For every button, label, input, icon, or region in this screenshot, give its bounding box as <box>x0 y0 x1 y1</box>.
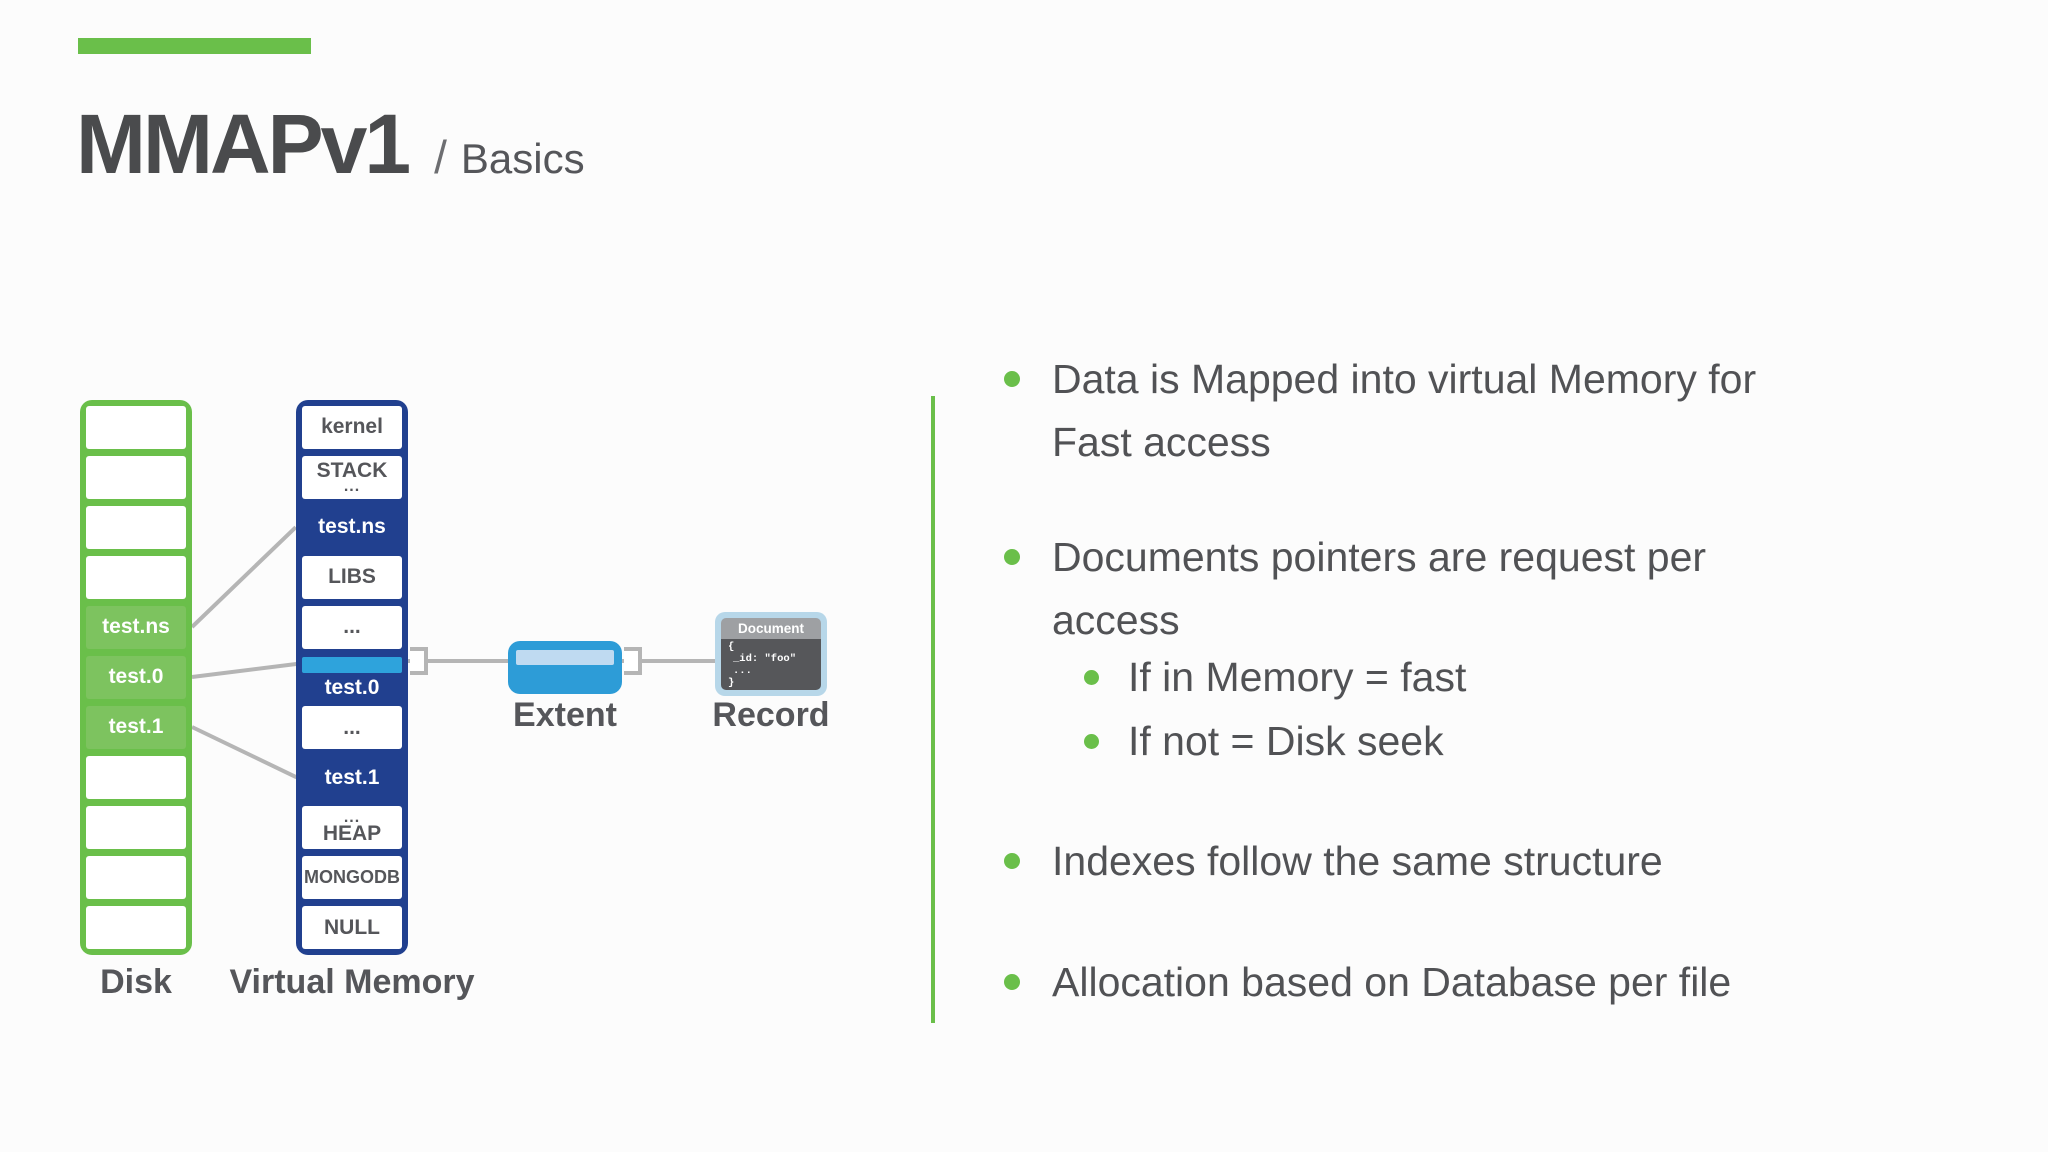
vm-cell-heap-ellipsis: ... <box>343 808 361 826</box>
bullet-text: Allocation based on Database per file <box>1052 951 1992 1014</box>
bullet-text: Data is Mapped into virtual Memory for F… <box>1052 348 1992 474</box>
virtual-memory-column: kernel STACK ... test.ns LIBS ... test.0… <box>296 400 408 955</box>
vm-cell-kernel: kernel <box>302 406 402 449</box>
bullet-line: Indexes follow the same structure <box>1052 838 1663 884</box>
document-code-line: ... <box>733 665 752 677</box>
vm-cell-test0-text: test.0 <box>324 676 380 699</box>
bullet-dot-icon <box>1004 974 1020 990</box>
disk-cell-testns: test.ns <box>86 606 186 649</box>
vm-cell-test0: test.0 <box>302 656 402 700</box>
bullet-dot-icon <box>1004 549 1020 565</box>
mapped-extent-highlight <box>302 657 402 673</box>
vertical-separator-line <box>931 396 935 1023</box>
disk-cell-empty <box>86 506 186 549</box>
vm-cell-test1: test.1 <box>302 756 402 800</box>
virtual-memory-label: Virtual Memory <box>229 963 475 1001</box>
bullet-line: If not = Disk seek <box>1128 718 1444 764</box>
disk-label: Disk <box>100 963 172 1001</box>
bullet-dot-icon <box>1084 734 1099 749</box>
bullet-text: If in Memory = fast <box>1128 646 2048 709</box>
disk-column: test.ns test.0 test.1 <box>80 400 192 955</box>
bullet-line: Data is Mapped into virtual Memory for <box>1052 356 1757 402</box>
record-label: Record <box>712 696 830 734</box>
vm-cell-libs: LIBS <box>302 556 402 599</box>
bullet-dot-icon <box>1084 670 1099 685</box>
document-window: Document { _id: "foo" ... } <box>721 618 821 690</box>
vm-cell-heap: ... HEAP <box>302 806 402 850</box>
extent-shape <box>508 641 622 694</box>
bullet-line: Allocation based on Database per file <box>1052 959 1732 1005</box>
extent-stripe <box>516 650 614 665</box>
document-code-line: } <box>728 677 735 689</box>
document-code: { _id: "foo" ... } <box>721 639 821 690</box>
vm-cell-mongodb: MONGODB <box>302 856 402 900</box>
bullet-text: If not = Disk seek <box>1128 710 2048 773</box>
disk-cell-test1: test.1 <box>86 706 186 749</box>
title-separator: / <box>434 131 447 183</box>
extent-label: Extent <box>513 696 617 734</box>
bullet-item: Indexes follow the same structure <box>1004 830 1992 893</box>
vm-cell-testns: test.ns <box>302 506 402 549</box>
disk-cell-test0: test.0 <box>86 656 186 699</box>
pointer-bracket-icon <box>410 647 428 675</box>
sub-bullet-item: If in Memory = fast <box>1084 646 2048 709</box>
record-shape: Document { _id: "foo" ... } <box>715 612 827 696</box>
title-row: MMAPv1 / Basics <box>76 96 585 193</box>
disk-cell-empty <box>86 856 186 899</box>
pointer-bracket-icon <box>624 647 642 675</box>
connector-line-extent-record <box>622 659 715 663</box>
vm-cell-stack-ellipsis: ... <box>343 477 361 495</box>
vm-cell-mongodb-text: MONGODB <box>304 867 400 888</box>
bullet-item: Documents pointers are request per acces… <box>1004 526 1992 652</box>
vm-cell-heap-text: HEAP <box>322 822 382 846</box>
bullet-item: Data is Mapped into virtual Memory for F… <box>1004 348 1992 474</box>
bullet-line: If in Memory = fast <box>1128 654 1467 700</box>
disk-cell-empty <box>86 406 186 449</box>
vm-cell-ellipsis: ... <box>302 606 402 649</box>
document-code-line: { <box>728 641 735 653</box>
bullet-line: access <box>1052 597 1180 643</box>
bullet-text: Indexes follow the same structure <box>1052 830 1992 893</box>
disk-cell-empty <box>86 456 186 499</box>
vm-cell-null: NULL <box>302 906 402 950</box>
accent-bar <box>78 38 311 54</box>
bullet-text: Documents pointers are request per acces… <box>1052 526 1992 652</box>
sub-bullet-item: If not = Disk seek <box>1084 710 2048 773</box>
connector-line-testns <box>190 525 298 629</box>
vm-cell-stack: STACK ... <box>302 456 402 499</box>
page-title: MMAPv1 <box>76 97 411 191</box>
bullet-dot-icon <box>1004 371 1020 387</box>
bullet-dot-icon <box>1004 853 1020 869</box>
connector-line-test0 <box>191 662 297 679</box>
bullet-line: Documents pointers are request per <box>1052 534 1707 580</box>
document-code-line: _id: "foo" <box>733 653 797 665</box>
bullet-item: Allocation based on Database per file <box>1004 951 1992 1014</box>
disk-cell-empty <box>86 806 186 849</box>
vm-cell-stack-text: STACK <box>316 458 388 482</box>
disk-cell-empty <box>86 756 186 799</box>
vm-cell-ellipsis: ... <box>302 706 402 750</box>
connector-line-vm-extent <box>408 659 508 663</box>
document-window-title: Document <box>721 618 821 639</box>
bullet-line: Fast access <box>1052 419 1271 465</box>
page-subtitle: Basics <box>460 135 585 182</box>
connector-line-test1 <box>191 725 298 780</box>
disk-cell-empty <box>86 556 186 599</box>
disk-cell-empty <box>86 906 186 949</box>
